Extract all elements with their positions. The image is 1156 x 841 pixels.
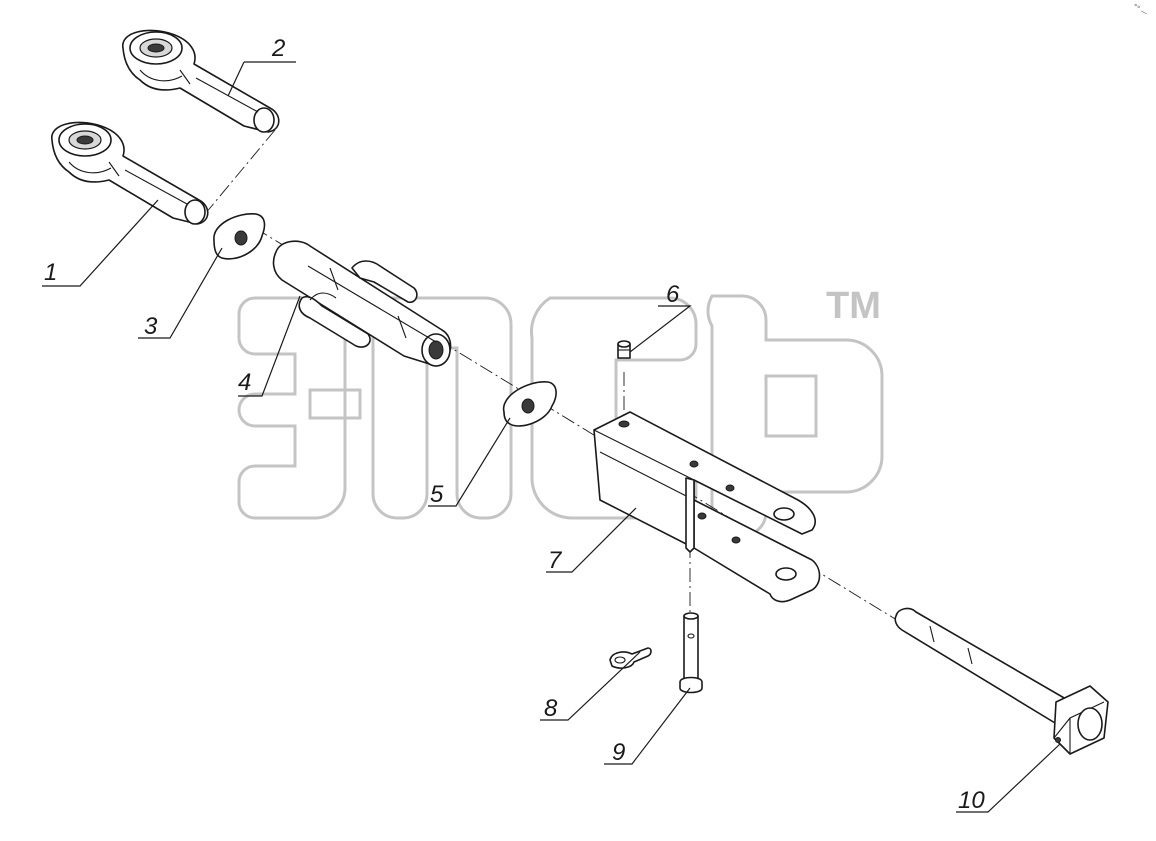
callout-10: 10 xyxy=(958,787,985,814)
washer-left xyxy=(213,213,266,260)
callout-5: 5 xyxy=(430,481,444,508)
bushing-tube-with-handle xyxy=(272,240,452,367)
rod-end-upper xyxy=(122,29,280,133)
grease-nipple xyxy=(617,340,631,359)
callout-labels: 1 2 3 4 5 6 7 8 9 10 xyxy=(44,35,985,814)
clevis-pin xyxy=(679,612,703,694)
rod-end-lower xyxy=(51,121,209,225)
callout-9: 9 xyxy=(612,739,625,766)
fork-bracket xyxy=(593,411,821,603)
callout-8: 8 xyxy=(544,695,558,722)
hex-bolt xyxy=(894,607,1109,755)
callout-7: 7 xyxy=(548,547,563,574)
corner-mark: °° — xyxy=(1131,3,1149,18)
callout-4: 4 xyxy=(238,369,251,396)
callout-6: 6 xyxy=(666,281,680,308)
watermark-trademark: TM xyxy=(826,285,881,327)
callout-3: 3 xyxy=(144,313,158,340)
cotter-pin xyxy=(609,647,652,669)
callout-leaders xyxy=(42,61,1061,813)
callout-2: 2 xyxy=(271,35,285,62)
callout-1: 1 xyxy=(44,259,57,286)
